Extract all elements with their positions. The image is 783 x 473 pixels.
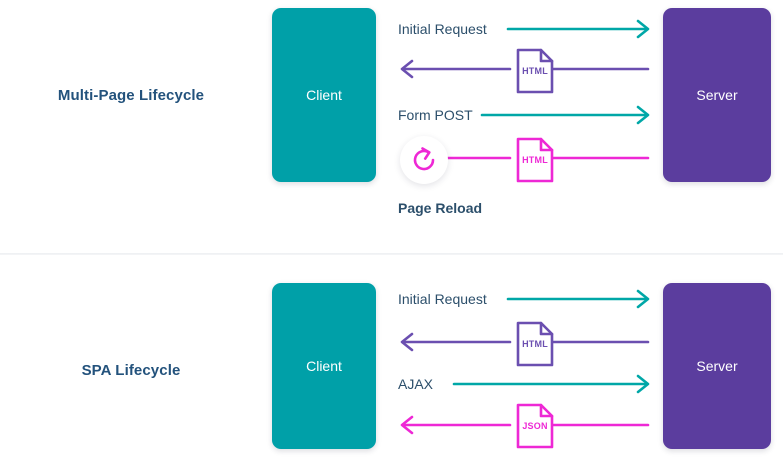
node-client-label: Client bbox=[306, 87, 342, 103]
arrow-right-teal-icon bbox=[452, 374, 650, 394]
arrow-left-magenta-icon bbox=[400, 415, 650, 435]
reload-icon bbox=[413, 147, 435, 171]
flow-json-response-spa bbox=[398, 412, 652, 438]
file-badge-json-spa: JSON bbox=[514, 402, 556, 450]
node-client-label: Client bbox=[306, 358, 342, 374]
flow-html-reload-multi-page bbox=[398, 145, 652, 171]
node-server-multi-page: Server bbox=[663, 8, 771, 182]
node-client-multi-page: Client bbox=[272, 8, 376, 182]
file-badge-label: HTML bbox=[522, 66, 548, 76]
section-spa-lifecycle bbox=[0, 255, 783, 473]
file-badge-html-multi-page: HTML bbox=[514, 47, 556, 95]
line-magenta-icon bbox=[446, 156, 650, 160]
flow-label-ajax: AJAX bbox=[398, 376, 434, 392]
node-client-spa: Client bbox=[272, 283, 376, 449]
node-server-label: Server bbox=[696, 87, 738, 103]
page-reload-badge bbox=[400, 136, 448, 184]
arrow-right-teal-icon bbox=[506, 289, 650, 309]
arrow-right-teal-icon bbox=[506, 19, 650, 39]
flow-initial-request-multi-page: Initial Request bbox=[398, 16, 652, 42]
flow-html-response-spa bbox=[398, 329, 652, 355]
flow-label-initial-request: Initial Request bbox=[398, 21, 487, 37]
flow-label-initial-request: Initial Request bbox=[398, 291, 487, 307]
file-badge-html-spa: HTML bbox=[514, 320, 556, 368]
file-badge-label: HTML bbox=[522, 339, 548, 349]
page-reload-caption: Page Reload bbox=[398, 200, 483, 216]
flow-html-response-multi-page bbox=[398, 56, 652, 82]
section-multi-page-lifecycle: Multi-Page Lifecycle Client Server Initi… bbox=[57, 8, 771, 216]
node-server-label: Server bbox=[696, 358, 738, 374]
file-badge-label: JSON bbox=[522, 421, 547, 431]
node-server-spa: Server bbox=[663, 283, 771, 449]
flow-form-post-multi-page: Form POST bbox=[398, 102, 652, 128]
section-caption-spa: SPA Lifecycle bbox=[81, 362, 181, 379]
flow-ajax-spa: AJAX bbox=[398, 371, 652, 397]
section-divider bbox=[0, 253, 783, 255]
arrow-right-teal-icon bbox=[480, 105, 650, 125]
arrow-left-purple-icon bbox=[400, 332, 650, 352]
file-badge-label: HTML bbox=[522, 155, 548, 165]
section-caption-multi-page: Multi-Page Lifecycle bbox=[57, 87, 205, 104]
flow-initial-request-spa: Initial Request bbox=[398, 286, 652, 312]
flow-label-form-post: Form POST bbox=[398, 107, 473, 123]
file-badge-html-reload: HTML bbox=[514, 136, 556, 184]
arrow-left-purple-icon bbox=[400, 59, 650, 79]
